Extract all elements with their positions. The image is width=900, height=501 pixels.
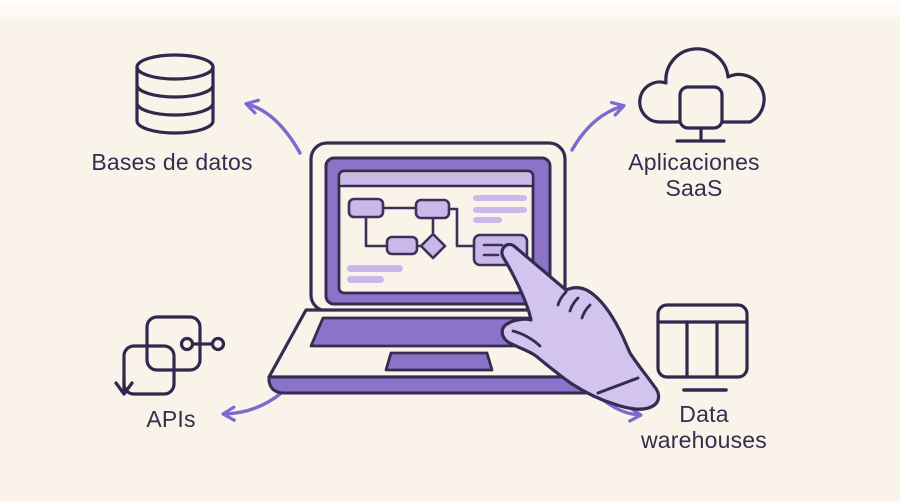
saas-label-line-1: Aplicaciones	[628, 149, 760, 175]
arrow-to-saas	[570, 100, 626, 152]
flow-decision-diamond	[419, 232, 447, 260]
database-body	[135, 65, 215, 135]
text-bar	[473, 207, 527, 213]
database-icon	[135, 53, 215, 135]
wrist-cuff-line	[596, 376, 640, 395]
apis-icon	[114, 315, 226, 396]
api-node-1	[179, 336, 195, 352]
app-window	[678, 85, 724, 130]
flow-node-b	[414, 198, 451, 220]
screen-header-bar	[341, 173, 531, 185]
flow-connectors	[364, 206, 476, 248]
saas-label-line-2: SaaS	[665, 175, 723, 201]
text-bar	[347, 276, 384, 283]
api-square-front	[122, 344, 176, 396]
screen-text-bars	[347, 195, 527, 283]
laptop-screen	[337, 169, 535, 295]
warehouses-label-line-1: Data	[679, 401, 729, 427]
laptop	[267, 141, 614, 395]
database-band-1	[135, 83, 215, 99]
hand-silhouette	[500, 242, 661, 411]
data-warehouse-icon	[656, 303, 749, 392]
text-bar	[347, 265, 403, 272]
warehouses-label-line-2: warehouses	[640, 427, 768, 453]
flow-node-detail-text	[482, 243, 504, 257]
flow-node-c	[385, 235, 419, 256]
flow-node-a	[347, 197, 385, 219]
api-node-2	[210, 336, 226, 352]
hand-knuckle-creases	[556, 290, 592, 320]
warehouses-label: Data warehouses	[641, 401, 767, 453]
arrow-to-databases	[244, 98, 302, 155]
saas-label: Aplicaciones SaaS	[628, 149, 760, 201]
text-bar	[473, 217, 502, 223]
database-band-2	[135, 101, 215, 117]
arrow-to-apis	[221, 392, 282, 422]
databases-label: Bases de datos	[91, 149, 253, 175]
warehouse-frame	[656, 303, 749, 379]
laptop-touchpad	[384, 351, 494, 372]
text-bar	[473, 195, 527, 201]
thumb-crease	[511, 329, 542, 348]
database-top	[135, 53, 215, 81]
cloud-saas-icon	[638, 47, 766, 143]
pointing-hand-icon	[500, 242, 661, 411]
apis-label: APIs	[146, 406, 196, 432]
api-arrow-head	[114, 381, 134, 396]
laptop-front-edge	[267, 375, 614, 395]
